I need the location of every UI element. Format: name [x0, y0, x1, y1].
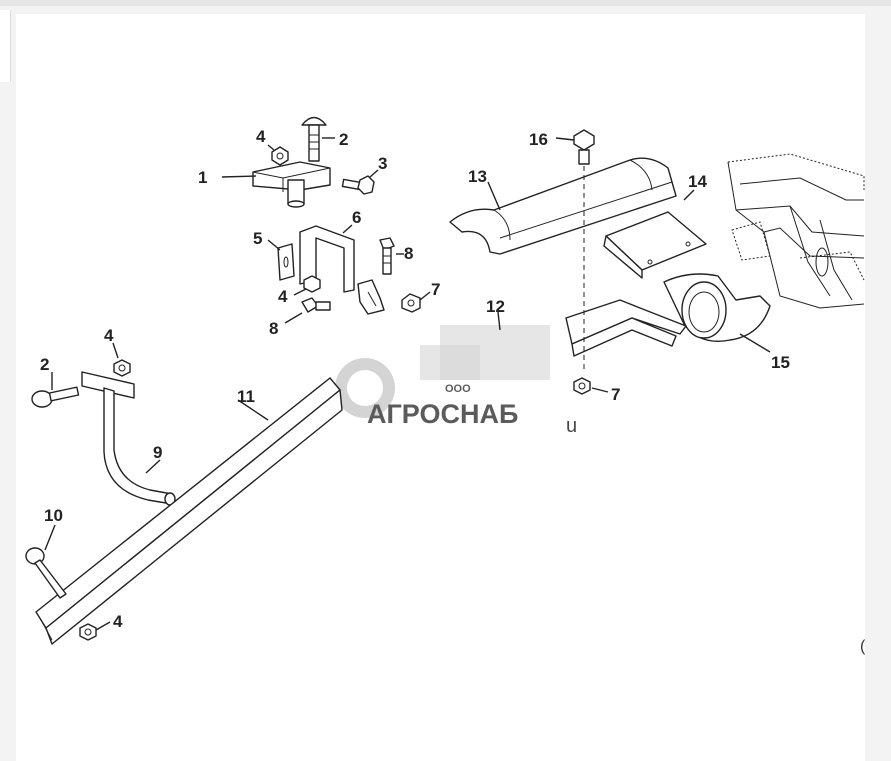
- part-4-nut-top: [267, 144, 289, 166]
- part-15-spout: [663, 273, 771, 353]
- watermark-prefix: ООО: [445, 383, 471, 395]
- part-1-bracket: [221, 161, 331, 208]
- callout-2-left: 2: [40, 355, 49, 374]
- callout-1: 1: [198, 168, 207, 187]
- top-bar: [0, 0, 891, 6]
- watermark-name: АГРОСНАБ: [367, 399, 518, 429]
- part-7-nut-upper: [401, 291, 431, 313]
- callout-11: 11: [237, 387, 255, 406]
- callout-6: 6: [352, 208, 361, 227]
- part-16-bolt: [555, 129, 595, 372]
- callout-15: 15: [771, 353, 790, 372]
- callout-4-mid: 4: [278, 287, 288, 306]
- callout-7-upper: 7: [431, 280, 440, 299]
- part-10-bolt: [25, 524, 67, 599]
- callout-12: 12: [486, 297, 505, 316]
- callout-14: 14: [688, 172, 707, 191]
- watermark-suffix: u: [566, 415, 577, 437]
- edge-text: (: [860, 638, 866, 655]
- callout-4-left: 4: [104, 326, 114, 345]
- side-strip: [0, 10, 11, 82]
- part-11-tube: [35, 377, 343, 645]
- machine-housing: [727, 153, 865, 309]
- part-5-plate: [267, 239, 295, 281]
- part-8-bolt-upper: [379, 237, 404, 275]
- callout-7-lower: 7: [611, 385, 620, 404]
- callout-8-upper: 8: [404, 244, 413, 263]
- callout-13: 13: [468, 167, 487, 186]
- callout-9: 9: [153, 443, 162, 462]
- part-2-bolt-top: [301, 116, 335, 162]
- callout-16: 16: [529, 130, 548, 149]
- part-3-bolt: [341, 169, 379, 195]
- callout-3: 3: [378, 154, 387, 173]
- part-9-support: [81, 371, 176, 506]
- part-8-bolt-lower: [284, 297, 331, 324]
- callout-10: 10: [44, 506, 63, 525]
- callout-4-top: 4: [256, 127, 266, 146]
- watermark: ООО АГРОСНАБ u: [335, 325, 577, 437]
- part-4-nut-bottom: [79, 621, 111, 641]
- part-13-cover: [449, 157, 677, 255]
- part-12-channel: [497, 299, 687, 357]
- part-7-nut-lower: [573, 377, 609, 395]
- part-2-bolt-left: [31, 372, 80, 408]
- part-4-nut-mid: [293, 275, 321, 296]
- part-angle-bracket: [357, 279, 385, 315]
- callout-2-top: 2: [339, 130, 348, 149]
- callout-5: 5: [253, 229, 262, 248]
- callout-8-lower: 8: [269, 319, 278, 338]
- part-14-plate: [603, 189, 707, 279]
- callout-4-bottom: 4: [113, 612, 123, 631]
- part-4-nut-left: [112, 342, 131, 377]
- diagram-panel: [16, 14, 865, 761]
